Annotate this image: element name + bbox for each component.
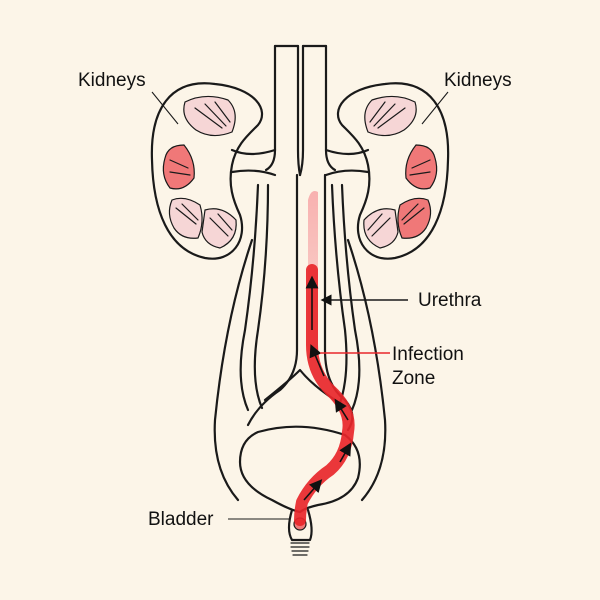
right-kidney xyxy=(324,82,450,260)
leader-lines xyxy=(151,91,449,520)
infection-zone xyxy=(294,191,355,526)
ureters xyxy=(213,183,387,502)
central-vessels xyxy=(264,44,337,177)
label-urethra: Urethra xyxy=(418,290,482,311)
label-infection-zone-line1: Infection xyxy=(392,344,464,365)
label-bladder: Bladder xyxy=(148,509,214,530)
label-kidneys-right: Kidneys xyxy=(444,70,512,91)
label-kidneys-left: Kidneys xyxy=(78,70,146,91)
left-kidney xyxy=(150,82,277,260)
label-infection-zone-line2: Zone xyxy=(392,368,435,389)
